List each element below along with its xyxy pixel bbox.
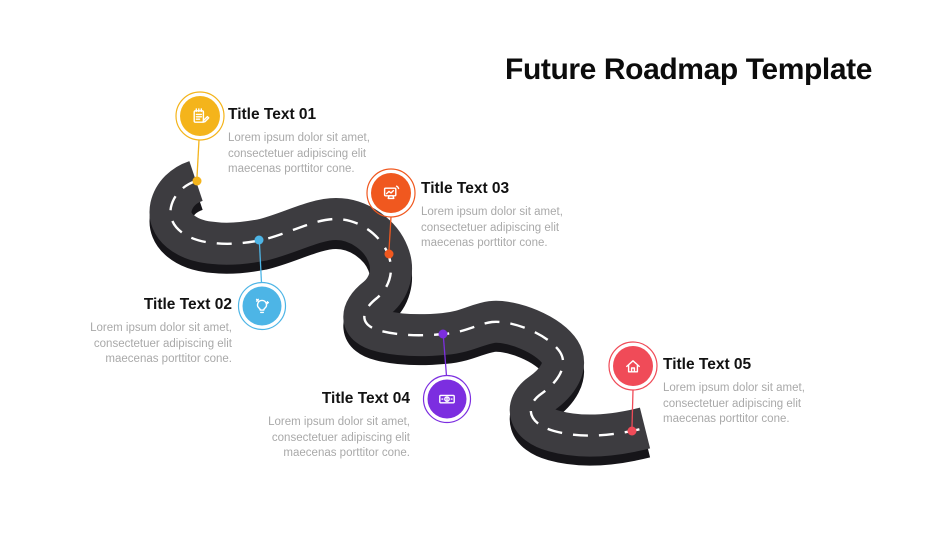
pin-ring bbox=[237, 281, 287, 331]
pin-badge bbox=[180, 96, 220, 136]
milestone-4-title: Title Text 04 bbox=[321, 390, 410, 407]
pin-ring bbox=[366, 168, 416, 218]
milestone-4-body: Lorem ipsum dolor sit amet, consectetuer… bbox=[268, 416, 410, 459]
milestone-3-body: Lorem ipsum dolor sit amet, consectetuer… bbox=[421, 206, 563, 249]
milestone-3-title: Title Text 03 bbox=[421, 180, 510, 197]
milestone-5-title: Title Text 05 bbox=[663, 356, 752, 373]
pin-ring bbox=[175, 91, 225, 141]
milestone-2-body: Lorem ipsum dolor sit amet, consectetuer… bbox=[90, 322, 232, 365]
pin-line bbox=[258, 243, 263, 284]
pin-line bbox=[196, 139, 200, 178]
milestone-pin-1 bbox=[175, 91, 225, 186]
milestone-pin-2 bbox=[237, 235, 287, 331]
milestone-1-text: Title Text 01 Lorem ipsum dolor sit amet… bbox=[228, 106, 378, 178]
pin-road-dot bbox=[192, 176, 202, 186]
monitor-chart-icon bbox=[383, 185, 400, 200]
milestone-3-text: Title Text 03 Lorem ipsum dolor sit amet… bbox=[421, 180, 571, 252]
pin-ring bbox=[422, 374, 472, 424]
banknote-icon bbox=[439, 394, 455, 404]
milestone-1-title: Title Text 01 bbox=[228, 106, 317, 123]
milestone-5-text: Title Text 05 Lorem ipsum dolor sit amet… bbox=[663, 356, 813, 428]
milestone-pin-3 bbox=[366, 168, 416, 259]
milestone-1-body: Lorem ipsum dolor sit amet, consectetuer… bbox=[228, 132, 370, 175]
pin-badge bbox=[613, 346, 653, 386]
notepad-pencil-icon bbox=[193, 108, 210, 123]
pin-road-dot bbox=[384, 249, 394, 259]
milestone-5-body: Lorem ipsum dolor sit amet, consectetuer… bbox=[663, 382, 805, 425]
home-icon bbox=[626, 360, 640, 373]
pin-line bbox=[388, 216, 392, 251]
pin-badge bbox=[242, 286, 282, 326]
pin-ring bbox=[608, 341, 658, 391]
pin-road-dot bbox=[627, 426, 637, 436]
pin-line bbox=[442, 337, 448, 377]
pin-road-dot bbox=[438, 329, 448, 339]
page-title: Future Roadmap Template bbox=[505, 53, 872, 86]
milestone-2-title: Title Text 02 bbox=[143, 296, 232, 313]
pin-road-dot bbox=[254, 235, 264, 245]
lightbulb-icon bbox=[255, 298, 270, 314]
pin-line bbox=[631, 389, 634, 428]
milestone-pin-5 bbox=[608, 341, 658, 436]
milestone-pin-4 bbox=[422, 329, 472, 424]
milestone-4-text: Title Text 04 Lorem ipsum dolor sit amet… bbox=[260, 390, 410, 462]
milestone-2-text: Title Text 02 Lorem ipsum dolor sit amet… bbox=[82, 296, 232, 368]
